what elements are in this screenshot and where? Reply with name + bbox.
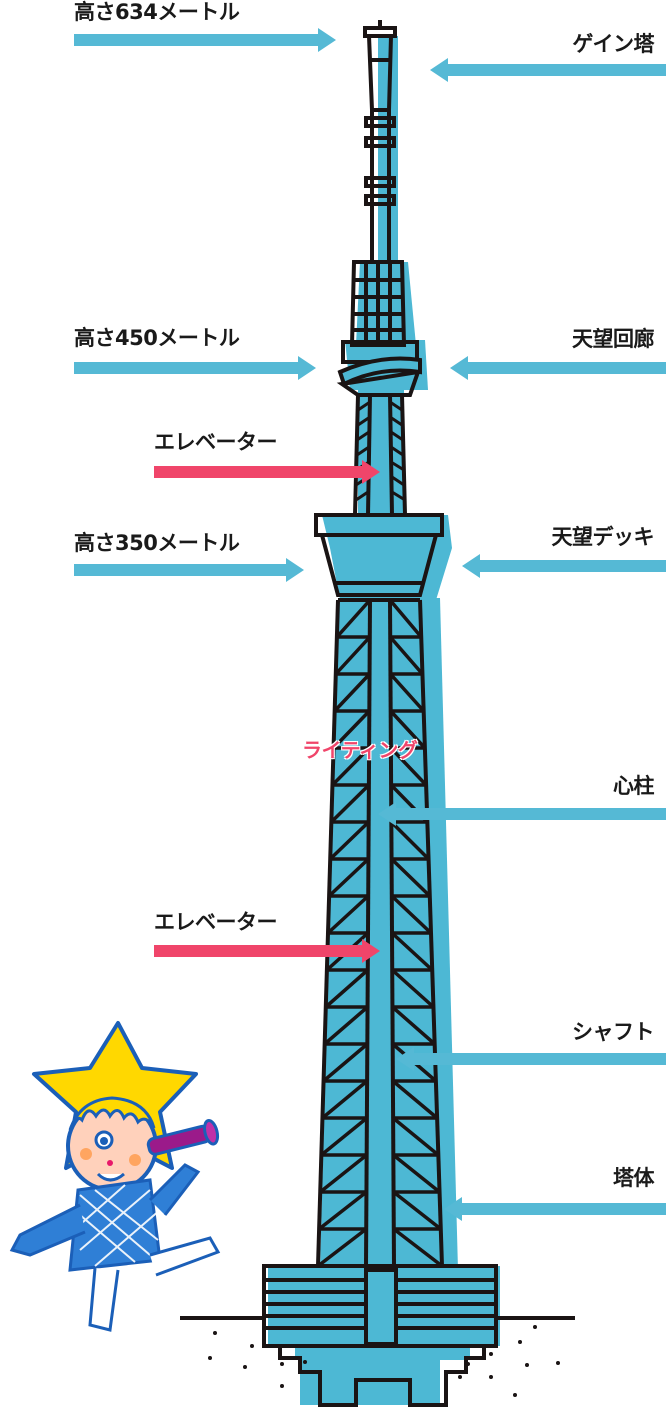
- arrow-shaft: [74, 362, 300, 374]
- arrow-shaft: [396, 1047, 666, 1071]
- arrow-shaft: [154, 466, 364, 478]
- arrow-right-icon: [362, 939, 380, 963]
- arrow-left-icon: [430, 58, 448, 82]
- label-lighting: ライティング: [302, 738, 418, 762]
- arrow-shaft: [460, 1203, 666, 1215]
- arrow-right-icon: [318, 28, 336, 52]
- arrow-left-icon: [396, 1047, 414, 1071]
- label-shaft: シャフト: [572, 1020, 655, 1044]
- label-tower-body: 塔体: [613, 1166, 655, 1190]
- arrow-right-icon: [298, 356, 316, 380]
- arrow-left-icon: [378, 802, 396, 826]
- arrow-right-icon: [286, 558, 304, 582]
- label-gain-tower: ゲイン塔: [572, 32, 654, 56]
- arrow-right-icon: [362, 460, 380, 484]
- arrow-shaft: [412, 1053, 666, 1065]
- arrow-left-icon: [450, 356, 468, 380]
- arrow-shaft: [74, 34, 320, 46]
- arrow-shaft: [466, 362, 666, 374]
- arrow-height-450m: [74, 356, 316, 380]
- arrow-height-634m: [74, 28, 336, 52]
- mascot-illustration: [9, 1021, 221, 1332]
- arrow-left-icon: [462, 554, 480, 578]
- arrow-elevator-lower: [154, 939, 380, 963]
- label-height-450m: 高さ450メートル: [74, 326, 240, 350]
- arrow-central-column: [378, 802, 666, 826]
- arrow-height-350m: [74, 558, 304, 582]
- arrow-shaft: [394, 808, 666, 820]
- label-elevator-upper: エレベーター: [154, 430, 278, 454]
- arrow-shaft: [478, 560, 666, 572]
- label-elevator-lower: エレベーター: [154, 910, 278, 934]
- arrow-tembo-galleria: [450, 356, 666, 380]
- arrow-shaft: [154, 945, 364, 957]
- arrow-tembo-deck: [462, 554, 666, 578]
- arrow-gain-tower: [430, 58, 666, 82]
- label-central-column: 心柱: [613, 774, 655, 798]
- arrow-elevator-upper: [154, 460, 380, 484]
- label-height-350m: 高さ350メートル: [74, 531, 240, 555]
- label-tembo-galleria: 天望回廊: [572, 327, 655, 351]
- label-tembo-deck: 天望デッキ: [551, 525, 655, 549]
- arrow-tower-body: [444, 1197, 666, 1221]
- arrow-left-icon: [444, 1197, 462, 1221]
- label-height-634m: 高さ634メートル: [74, 0, 240, 24]
- arrow-shaft: [446, 64, 666, 76]
- arrow-shaft: [74, 564, 288, 576]
